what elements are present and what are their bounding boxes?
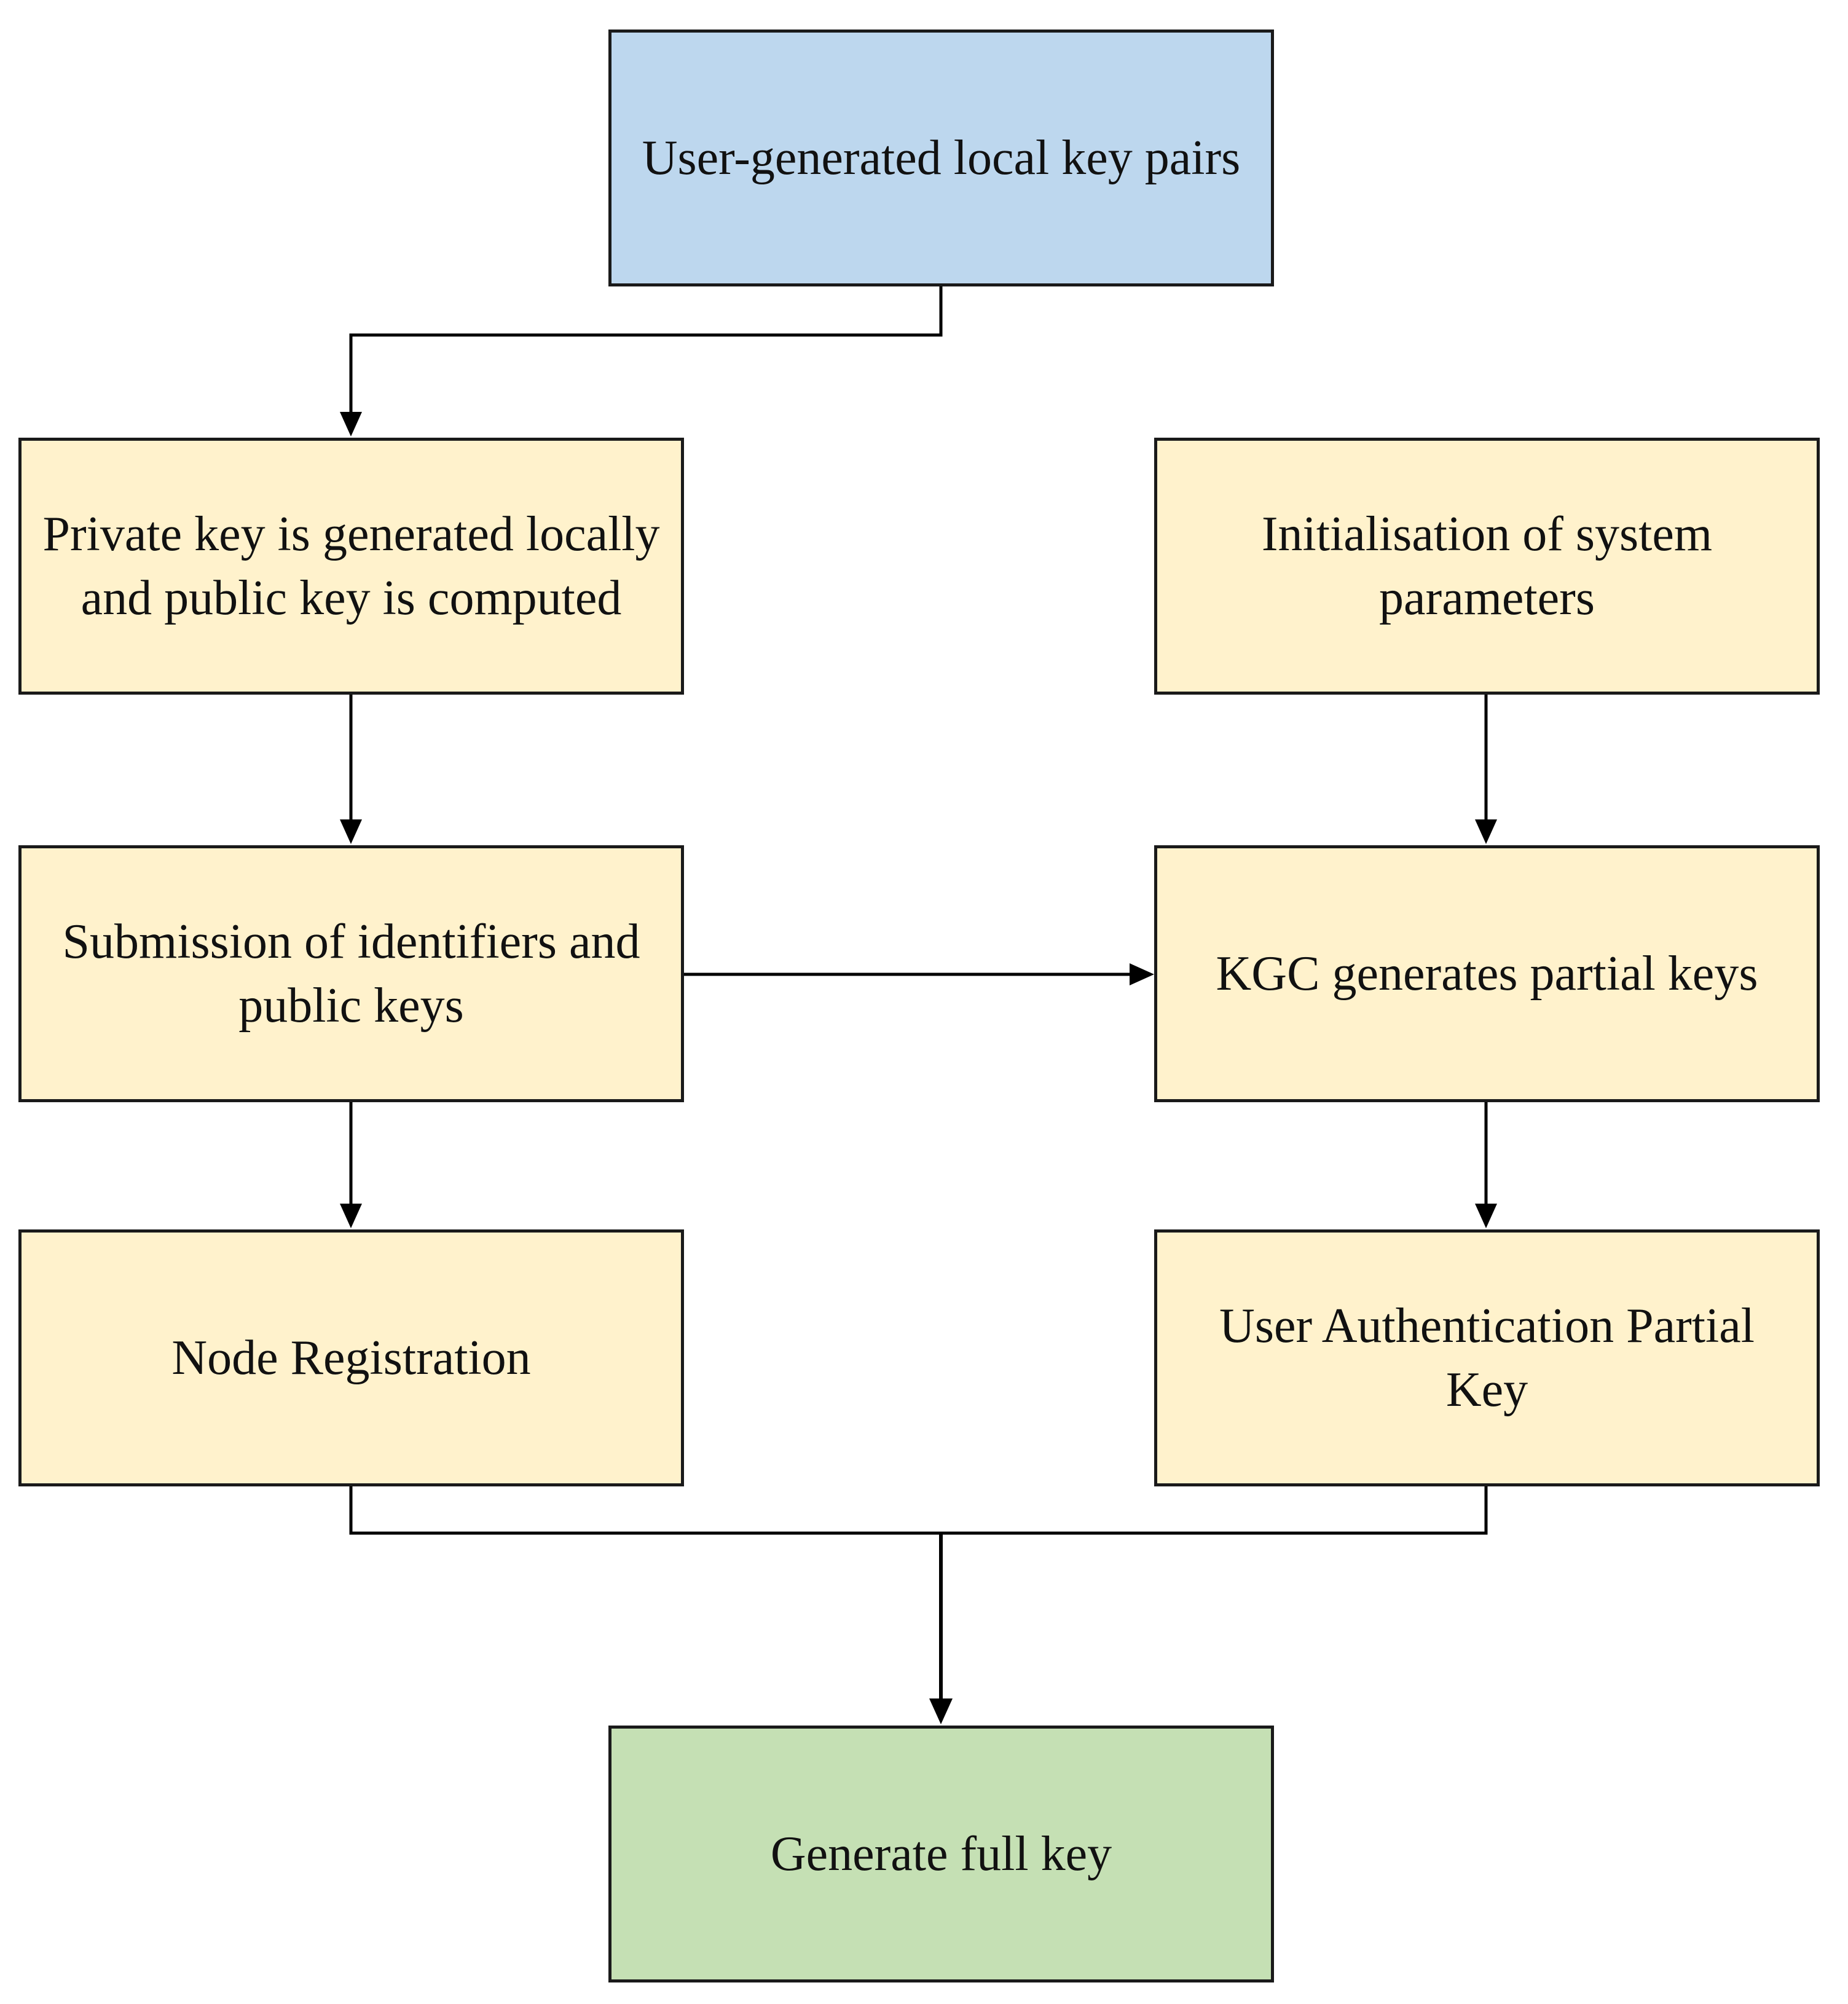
node-label: Node Registration — [171, 1331, 531, 1385]
node-kgc-partial: KGC generates partial keys — [1154, 845, 1820, 1102]
node-user-auth: User Authentication Partial Key — [1154, 1229, 1820, 1486]
node-label: User-generated local key pairs — [642, 131, 1241, 185]
arrowhead — [929, 1698, 953, 1724]
arrowhead — [340, 819, 362, 844]
node-full-key: Generate full key — [608, 1726, 1274, 1982]
edge-keypairs-to-private-key — [349, 286, 943, 413]
node-registration: Node Registration — [18, 1229, 684, 1486]
arrowhead — [340, 412, 362, 436]
node-label: Generate full key — [770, 1827, 1112, 1881]
arrowhead — [1475, 1204, 1497, 1228]
node-user-key-pairs: User-generated local key pairs — [608, 30, 1274, 286]
edge-node-registration-to-merge — [349, 1486, 1488, 1535]
arrowhead — [340, 1204, 362, 1228]
node-label: KGC generates partial keys — [1216, 947, 1758, 1001]
arrowhead — [1475, 819, 1497, 844]
node-private-key: Private key is generated locally and pub… — [18, 438, 684, 695]
node-submission: Submission of identifiers and public key… — [18, 845, 684, 1102]
node-label: User Authentication Partial Key — [1219, 1299, 1755, 1417]
node-label: Submission of identifiers and public key… — [62, 915, 640, 1033]
arrowhead — [1130, 963, 1154, 985]
node-label: Private key is generated locally and pub… — [42, 507, 660, 625]
node-label: Initialisation of system parameters — [1261, 507, 1713, 625]
node-init-params: Initialisation of system parameters — [1154, 438, 1820, 695]
